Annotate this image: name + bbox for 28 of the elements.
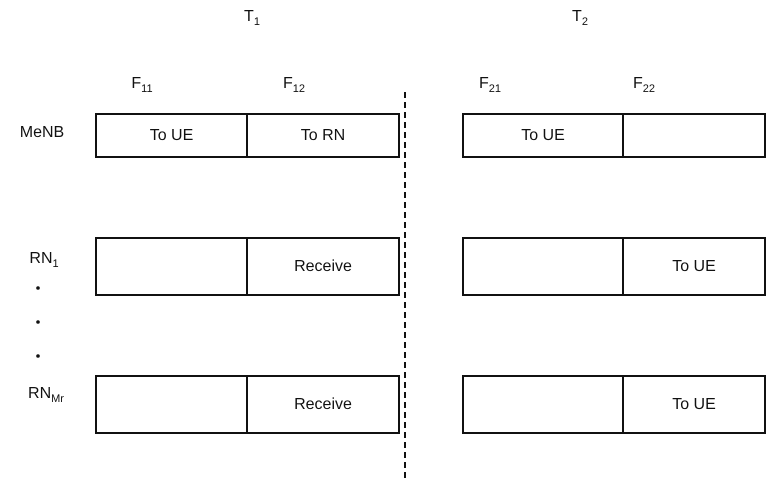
slot-label: To UE	[672, 258, 716, 276]
empty-slot	[95, 237, 248, 296]
frequency-label: F$_{21}$	[478, 74, 502, 96]
empty-slot	[462, 237, 624, 296]
slot-box	[95, 113, 248, 158]
slot-box	[246, 237, 400, 296]
frequency-label: F$_{12}$	[282, 74, 306, 96]
slot-box	[622, 237, 766, 296]
empty-slot	[95, 375, 248, 434]
slot-box	[622, 375, 766, 434]
slot-box	[246, 375, 400, 434]
slot-label: To RN	[300, 126, 346, 144]
node-label: MeNB	[20, 124, 64, 142]
node-label: RN$_{1}$	[29, 250, 59, 270]
node-label: RN$_{Mr}$	[28, 384, 64, 406]
period-label: T$_{1}$	[244, 8, 260, 28]
period-label: T$_{2}$	[572, 8, 588, 28]
slot-label: Receive	[294, 396, 352, 414]
slot-box	[462, 113, 624, 158]
empty-slot	[622, 113, 766, 158]
slot-label: Receive	[294, 258, 352, 276]
slot-box	[246, 113, 400, 158]
slot-label: To UE	[672, 396, 716, 414]
empty-slot	[462, 375, 624, 434]
frequency-label: F$_{22}$	[632, 74, 656, 96]
frequency-label: F$_{11}$	[131, 74, 153, 96]
slot-label: To UE	[521, 126, 565, 144]
slot-label: To UE	[150, 126, 194, 144]
